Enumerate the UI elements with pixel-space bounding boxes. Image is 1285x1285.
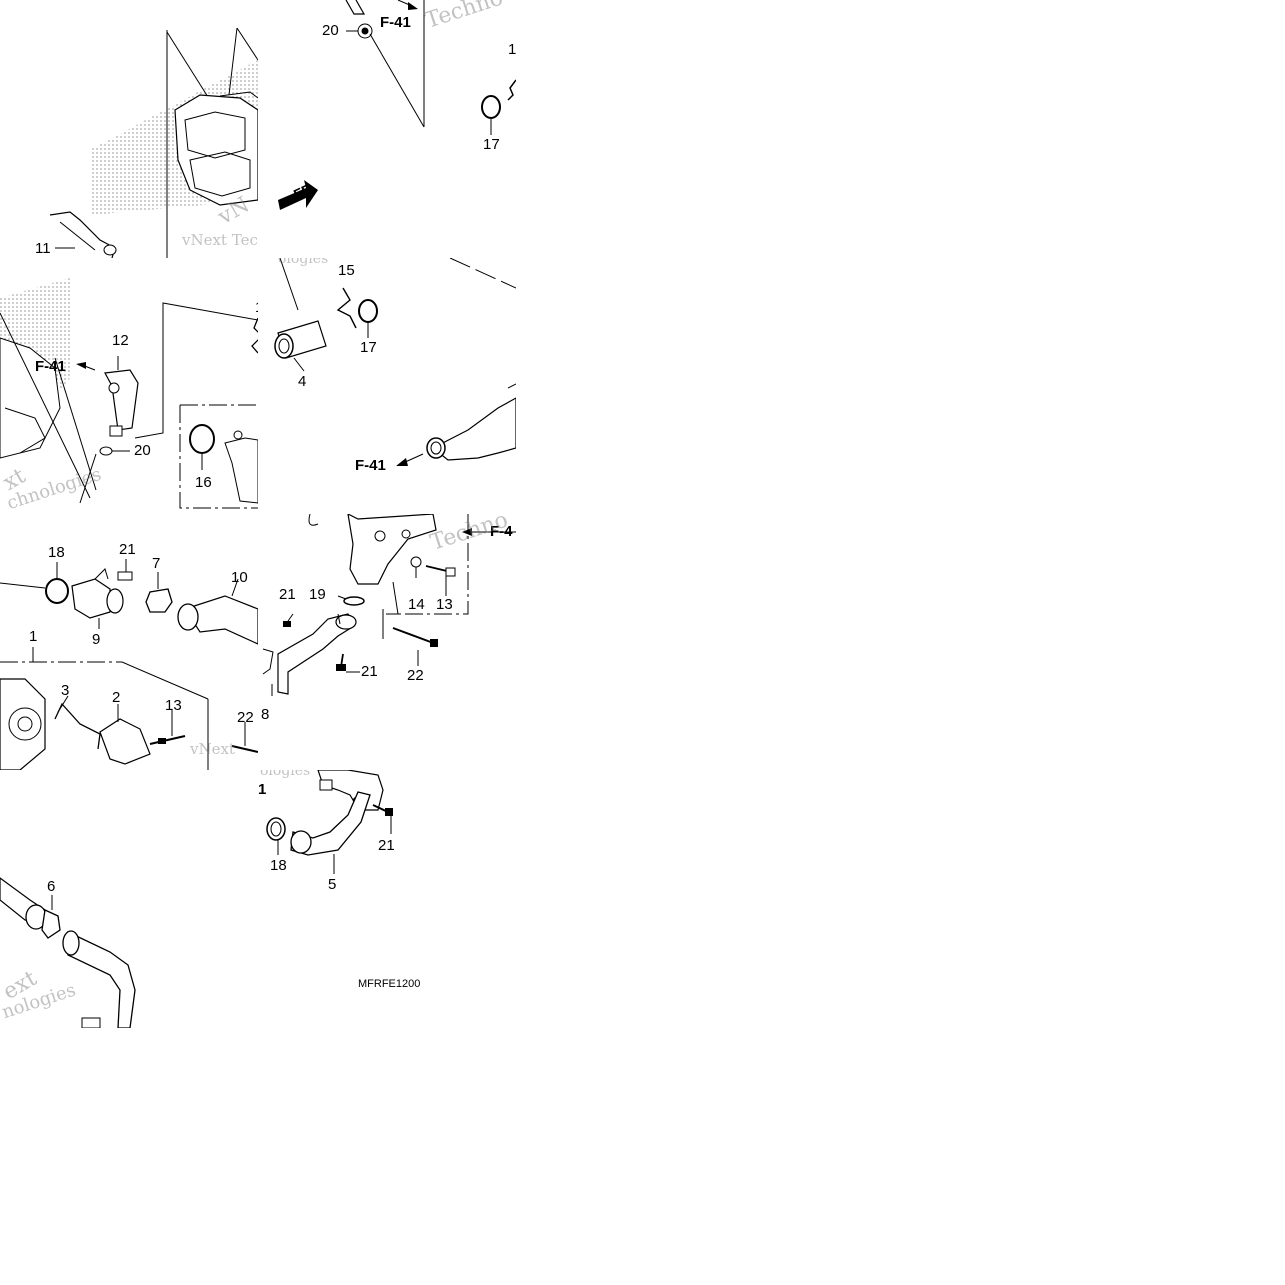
- callout-5: 5: [328, 876, 337, 893]
- tile-lower-right-art: [262, 514, 516, 696]
- callout-21: 21: [378, 837, 395, 854]
- watermark-text: vNext Tec: [182, 231, 258, 249]
- callout-4: 4: [298, 373, 307, 390]
- tile-lower-left-art: [0, 559, 258, 770]
- ref-f41: 1: [258, 781, 267, 798]
- diagram-tile-bottom-right: 1 18 5 21 MFRFE1200 ologies: [258, 770, 516, 1028]
- callout-12: 12: [112, 332, 129, 349]
- diagram-tile-middle-right: 15 17 4 F-41 ologies: [258, 258, 516, 514]
- tile-bottom-left-art: [0, 877, 136, 1028]
- callout-10: 10: [231, 569, 248, 586]
- drawing-code: MFRFE1200: [358, 978, 421, 990]
- callout-21: 21: [279, 586, 296, 603]
- diagram-tile-lower-right: F-4 14 13 21 19 21 22 8 Techno: [258, 514, 516, 770]
- diagram-tile-lower-left: 18 21 7 10 9 1 3 2 13 22 vNext: [0, 514, 258, 770]
- callout-18: 18: [270, 857, 287, 874]
- callout-20: 20: [322, 22, 339, 39]
- callout-15: 15: [255, 300, 258, 315]
- watermark-text: ologies: [278, 258, 329, 267]
- callout-13: 13: [436, 596, 453, 613]
- ref-f41: F-41: [380, 14, 411, 31]
- callout-8: 8: [261, 706, 270, 723]
- callout-14: 14: [408, 596, 425, 613]
- ref-f41: F-41: [355, 457, 386, 474]
- callout-22: 22: [237, 709, 254, 726]
- callout-18: 18: [48, 544, 65, 561]
- callout-21: 21: [119, 541, 136, 558]
- ref-f41: F-41: [35, 358, 66, 375]
- callout-21: 21: [361, 663, 378, 680]
- callout-22: 22: [407, 667, 424, 684]
- callout-17: 17: [483, 136, 500, 153]
- tile-middle-right-art: [274, 258, 516, 466]
- callout-17: 17: [360, 339, 377, 356]
- callout-16: 16: [195, 474, 212, 491]
- callout-7: 7: [152, 555, 161, 572]
- watermark-text: ologies: [260, 770, 311, 779]
- callout-20: 20: [134, 442, 151, 459]
- callout-6: 6: [47, 878, 56, 895]
- diagram-tile-middle-left: 12 F-41 20 15 16 chnologies xt: [0, 258, 258, 514]
- diagram-tile-bottom-left: 6 nologies ext: [0, 770, 258, 1028]
- callout-3: 3: [61, 682, 70, 699]
- callout-2: 2: [112, 689, 121, 706]
- tile-middle-left-art: [0, 278, 258, 509]
- callout-19: 19: [309, 586, 326, 603]
- tile-bottom-right-art: [266, 770, 393, 874]
- diagram-tile-top-left: 11 vNext Tec vN: [0, 0, 258, 258]
- tile-top-left-art: [49, 27, 258, 258]
- callout-1: 1: [29, 628, 38, 645]
- callout-13: 13: [165, 697, 182, 714]
- diagram-tile-top-right: 20 F-41 1 17 FR. Techno: [258, 0, 516, 258]
- callout-11: 11: [35, 240, 51, 257]
- callout-9: 9: [92, 631, 101, 648]
- ref-f41: F-4: [490, 523, 513, 540]
- tile-top-right-art: [278, 0, 516, 210]
- callout-1: 1: [508, 41, 516, 58]
- watermark-text: vNext: [190, 740, 235, 758]
- callout-15: 15: [338, 262, 355, 279]
